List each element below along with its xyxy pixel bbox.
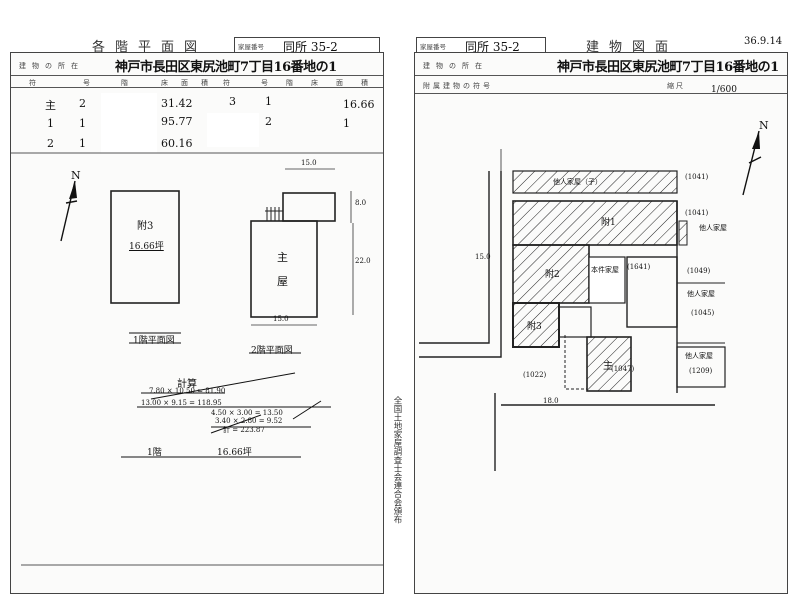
right-parcel-r3: (1045) [691, 309, 715, 317]
left-row3-symbol: 2 [47, 137, 54, 150]
right-parcel-r1: (1041) [685, 209, 709, 217]
left-calc-title: 計算 [177, 379, 197, 390]
left-col-header-7: 符 [223, 79, 230, 87]
left-sheet-title: 各階平面図 [92, 40, 208, 55]
right-annex-row: 附属建物の符号 縮尺 [415, 75, 787, 94]
left-floor-plan-drawing [11, 152, 383, 566]
left-row1-symbol: 主 [45, 99, 56, 112]
left-col-header-1: 符 [29, 79, 36, 87]
left-dim-top: 15.0 [301, 159, 317, 167]
right-building-drawing-sheet: 建物の所在 神戸市長田区東尻池町7丁目16番地の1 附属建物の符号 縮尺 1/6… [414, 52, 788, 594]
right-house-number-label: 家屋番号 [420, 43, 446, 51]
left-floor-1f-area: 16.66坪 [217, 448, 252, 458]
left-column-header-row [11, 75, 383, 88]
right-parcel-left: (1022) [523, 371, 547, 379]
left-col-header-9: 階 [286, 79, 293, 87]
right-note-2: 他人家屋 [685, 352, 713, 360]
left-redaction-2 [207, 113, 259, 147]
left-calc-line-5: 計 = 223.87 [223, 426, 265, 434]
right-scale-value: 1/600 [711, 85, 737, 95]
right-neighbor-top: 他人家屋（子） [553, 178, 602, 186]
left-row2-area-2: 1 [343, 117, 350, 130]
right-parcel-r2: (1049) [687, 267, 711, 275]
right-parcel-r4: (1047) [611, 365, 635, 373]
left-col-header-4: 床 [161, 79, 168, 87]
right-parcel-r5: (1209) [689, 367, 713, 375]
left-north-arrow-icon [60, 180, 78, 242]
left-col-header-12: 積 [361, 79, 368, 87]
right-location-label: 建物の所在 [423, 62, 488, 70]
left-main-building-outline [250, 220, 318, 318]
left-col-header-6: 積 [201, 79, 208, 87]
left-row1-area: 31.42 [161, 97, 193, 110]
right-main-label: 主 [603, 361, 613, 372]
left-calc-line-4: 3.40 × 2.80 = 9.52 [215, 417, 283, 425]
left-col-header-5: 面 [181, 79, 188, 87]
right-date: 36.9.14 [744, 36, 783, 47]
left-row1-symbol-2: 3 [229, 95, 236, 108]
left-location-value: 神戸市長田区東尻池町7丁目16番地の1 [115, 60, 337, 75]
left-row3-area: 60.16 [161, 137, 193, 150]
right-scale-label: 縮尺 [667, 82, 685, 90]
left-main-label-2: 屋 [277, 275, 288, 288]
left-location-label: 建物の所在 [19, 62, 84, 70]
right-parcel-top: (1041) [685, 173, 709, 181]
right-location-row: 建物の所在 神戸市長田区東尻池町7丁目16番地の1 [415, 53, 787, 76]
right-annex-label: 附属建物の符号 [423, 82, 493, 90]
left-caption-2f: 2階平面図 [251, 346, 293, 356]
left-col-header-8: 号 [261, 79, 268, 87]
left-house-number-value: 同所 35-2 [283, 40, 338, 54]
left-shed-outline [110, 190, 180, 304]
left-floor-1f-label: 1階 [147, 448, 162, 458]
right-north-arrow-icon [742, 130, 762, 196]
right-annex3-label: 附3 [527, 322, 542, 332]
left-dim-bottom: 15.0 [273, 315, 289, 323]
right-dim-bottom: 18.0 [543, 397, 559, 405]
left-floor-plan-sheet: 建物の所在 神戸市長田区東尻池町7丁目16番地の1 符 号 階 床 面 積 符 … [10, 52, 384, 594]
left-calc-line-1: 7.80 × 10.50 = 81.90 [149, 387, 226, 395]
left-col-header-11: 面 [336, 79, 343, 87]
left-location-row: 建物の所在 神戸市長田区東尻池町7丁目16番地の1 [11, 53, 383, 76]
right-r1-note: 他人家屋 [699, 224, 727, 232]
stairs-icon [265, 207, 283, 221]
right-dim-left: 15.0 [475, 253, 491, 261]
left-row1-area-2: 16.66 [343, 98, 375, 111]
left-main-annex-outline [282, 192, 336, 222]
right-location-value: 神戸市長田区東尻池町7丁目16番地の1 [557, 60, 779, 75]
left-row1-number: 2 [79, 97, 86, 110]
left-main-label-1: 主 [277, 251, 288, 264]
right-annex1-label: 附1 [601, 218, 616, 228]
right-center-note: 本件家屋 [591, 266, 619, 274]
left-caption-1f: 1階平面図 [133, 336, 175, 346]
left-row2-symbol: 1 [47, 117, 54, 130]
right-house-number-value: 同所 35-2 [465, 40, 520, 54]
left-col-header-3: 階 [121, 79, 128, 87]
left-col-header-2: 号 [83, 79, 90, 87]
left-shed-area: 16.66坪 [129, 242, 164, 252]
left-row1-floor-2: 1 [265, 95, 272, 108]
left-row2-floor-2: 2 [265, 115, 272, 128]
left-row2-number: 1 [79, 117, 86, 130]
left-dim-right-top: 8.0 [355, 199, 367, 207]
right-site-plan-drawing [419, 130, 762, 471]
left-house-number-label: 家屋番号 [238, 43, 264, 51]
left-dim-right: 22.0 [355, 257, 371, 265]
left-redaction-1 [101, 93, 157, 153]
right-sheet-title: 建物図面 [586, 40, 679, 55]
right-north-label: N [759, 119, 769, 132]
center-vertical-publisher-text: 全国土地家屋調査士会連合会頒布 [392, 396, 402, 524]
left-row2-area: 95.77 [161, 115, 193, 128]
right-main-building [586, 336, 632, 392]
left-col-header-10: 床 [311, 79, 318, 87]
left-shed-label: 附3 [137, 221, 154, 232]
right-annex2-label: 附2 [545, 270, 560, 280]
left-row3-number: 1 [79, 137, 86, 150]
right-parcel-center: (1641) [627, 263, 651, 271]
right-note-1: 他人家屋 [687, 290, 715, 298]
right-annex1-building [512, 200, 678, 246]
left-north-label: N [71, 169, 81, 182]
left-calc-line-3: 4.50 × 3.00 = 13.50 [211, 409, 283, 417]
left-calc-line-2: 13.00 × 9.15 = 118.95 [141, 399, 222, 407]
